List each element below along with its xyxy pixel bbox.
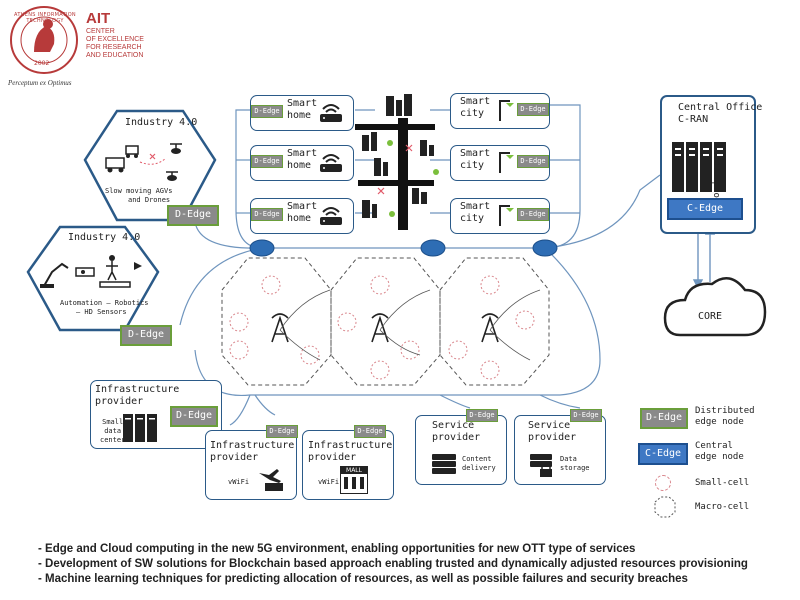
router-icon (318, 100, 344, 128)
industry1-caption2: and Drones (128, 196, 171, 204)
streetlight-icon (494, 149, 516, 177)
streetlight-icon (494, 97, 516, 125)
infra-wifi1-sub: vWiFi (228, 478, 250, 486)
infra-wifi2-sub: vWiFi (318, 478, 340, 486)
bullet-item: - Development of SW solutions for Blockc… (38, 558, 748, 570)
seal-year: 2002 (34, 60, 50, 67)
service-storage-d-edge[interactable]: D-Edge (570, 409, 602, 422)
central-c-edge[interactable]: C-Edge (667, 198, 743, 220)
industry2-caption1: Automation – Robotics (60, 299, 149, 307)
tower-icons (271, 313, 499, 343)
core-arrows (692, 224, 716, 290)
router-icon (318, 150, 344, 178)
signal-lines (279, 289, 541, 361)
smart-city-2-d-edge[interactable]: D-Edge (517, 155, 549, 168)
industry2-d-edge[interactable]: D-Edge (120, 325, 172, 346)
industry1-title: Industry 4.0 (125, 117, 198, 128)
legend-small-cell-label: Small-cell (695, 478, 750, 488)
smart-home-2-d-edge[interactable]: D-Edge (251, 155, 283, 168)
macro-cells (221, 257, 550, 386)
legend-d-edge-swatch: D-Edge (640, 408, 688, 429)
smart-city-1-d-edge[interactable]: D-Edge (517, 103, 549, 116)
database-icon (430, 452, 458, 480)
logo-motto: Perceptum ex Optimus (8, 79, 72, 87)
industry1-d-edge[interactable]: D-Edge (167, 205, 219, 226)
mall-icon: MALL (340, 466, 368, 494)
seal-text: ATHENS INFORMATION TECHNOLOGY (14, 12, 76, 24)
industry2-title: Industry 4.0 (68, 232, 141, 243)
bbu-server-icon (670, 140, 730, 199)
ait-acronym: AIT (86, 10, 111, 27)
bbu-pool-label: BBU pool (711, 160, 721, 204)
service-storage-card[interactable] (514, 415, 606, 485)
industry1-caption1: Slow moving AGVs (105, 187, 173, 195)
streetlight-icon (494, 202, 516, 230)
summary-bullets: - Edge and Cloud computing in the new 5G… (38, 542, 748, 587)
small-cells (229, 275, 535, 380)
smart-home-1-d-edge[interactable]: D-Edge (251, 105, 283, 118)
core-label: CORE (698, 311, 723, 322)
robot-sensor-icons (38, 252, 148, 290)
city-buildings (355, 94, 439, 230)
industry2-caption2: – HD Sensors (76, 308, 127, 316)
infra-wifi1-d-edge[interactable]: D-Edge (266, 425, 298, 438)
ait-seal (4, 4, 84, 78)
bullet-item: - Edge and Cloud computing in the new 5G… (38, 543, 636, 555)
router-icon (318, 203, 344, 231)
agv-drone-icons (100, 138, 195, 184)
service-content-card[interactable] (415, 415, 507, 485)
smart-home-3-d-edge[interactable]: D-Edge (251, 208, 283, 221)
locked-storage-icon (528, 452, 556, 482)
network-nodes (249, 239, 558, 257)
airport-icon (257, 465, 285, 495)
bullet-item: - Machine learning techniques for predic… (38, 573, 688, 585)
legend-c-edge-swatch: C-Edge (638, 443, 688, 465)
server-rack-icon (122, 412, 158, 446)
legend-small-cell-swatch (655, 475, 671, 491)
core-cloud (663, 277, 767, 337)
smart-city-3-d-edge[interactable]: D-Edge (517, 208, 549, 221)
legend-macro-cell-label: Macro-cell (695, 502, 750, 512)
infra-small-dc-d-edge[interactable]: D-Edge (170, 406, 218, 427)
infra-wifi2-d-edge[interactable]: D-Edge (354, 425, 386, 438)
service-content-d-edge[interactable]: D-Edge (466, 409, 498, 422)
